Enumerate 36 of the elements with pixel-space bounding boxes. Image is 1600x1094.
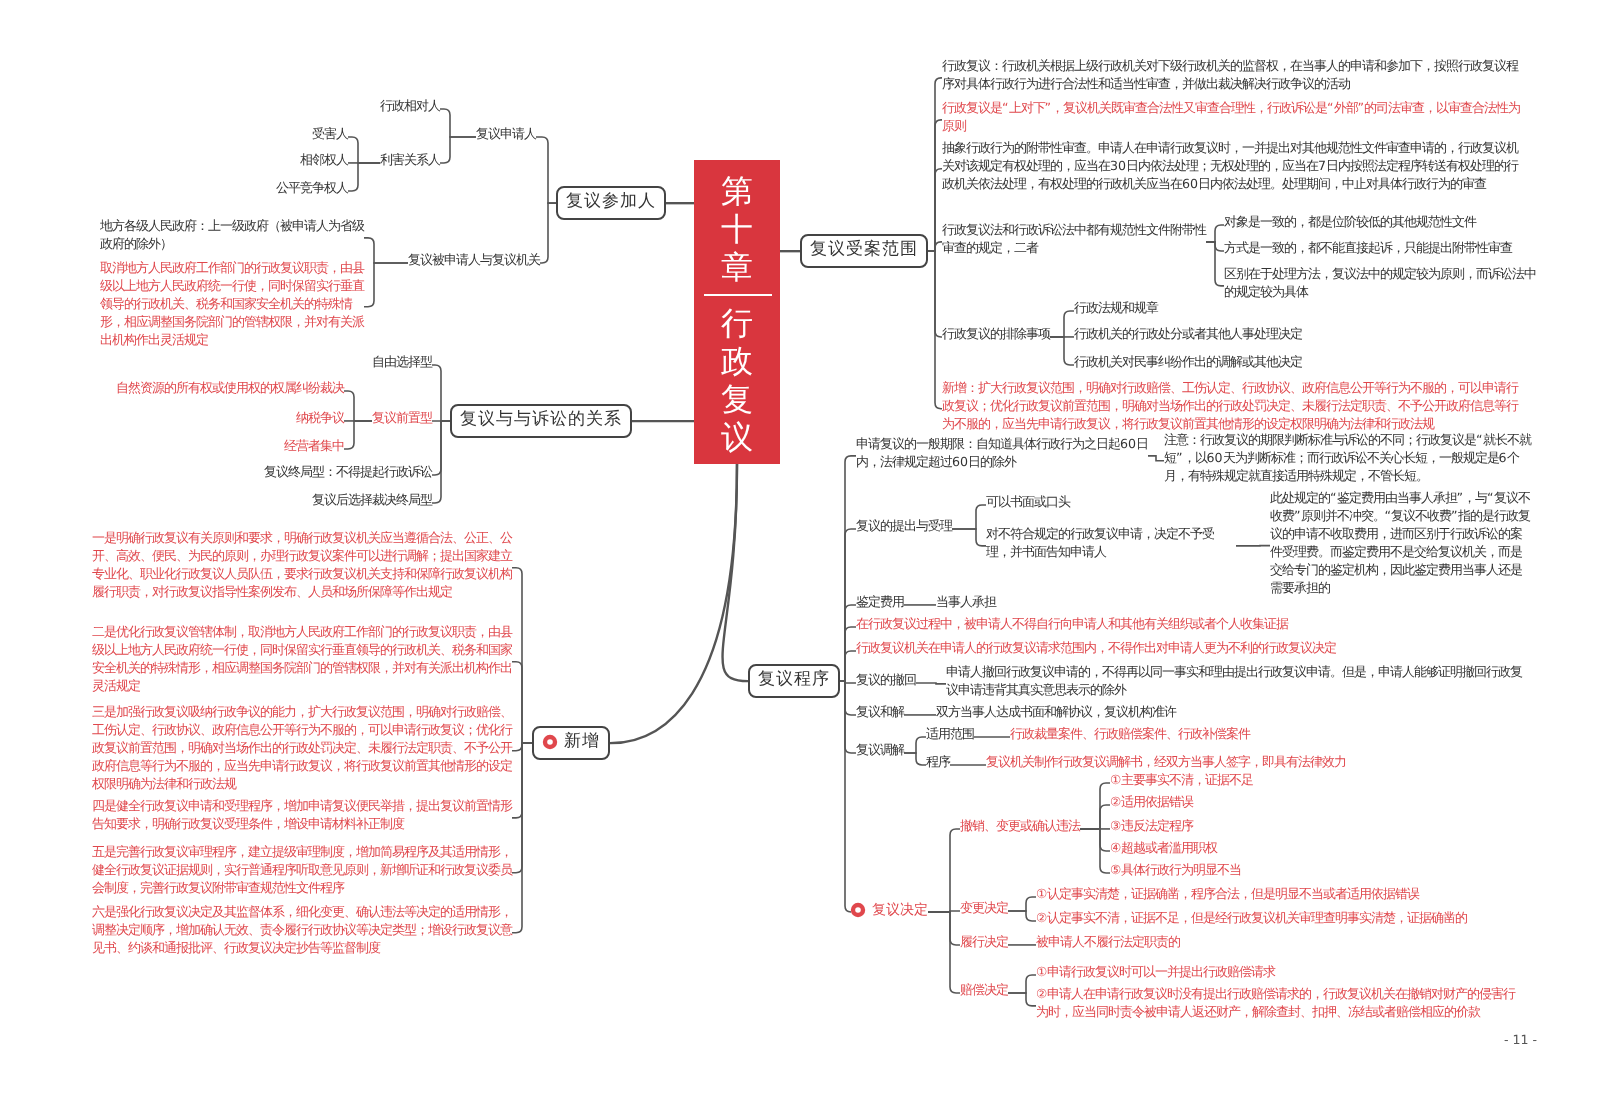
- topic-box: 复议受案范围: [800, 234, 928, 269]
- connector-line: [439, 136, 477, 164]
- connector-line: [780, 249, 800, 253]
- topic-box: 复议程序: [748, 664, 840, 699]
- connector-line: [1235, 544, 1271, 547]
- chapter-number: 第十章: [719, 172, 755, 286]
- connector-line: [903, 604, 937, 606]
- chapter-box: [694, 160, 780, 464]
- connector-line: [973, 736, 1011, 738]
- topic-box: [532, 726, 610, 761]
- connector-line: [721, 463, 749, 683]
- connector-line: [949, 764, 987, 766]
- connector-line: [1049, 336, 1075, 366]
- connector-line: [951, 528, 987, 547]
- connector-line: [511, 742, 533, 934]
- connector-line: [1147, 455, 1165, 462]
- connector-line: [539, 202, 557, 264]
- topic-box: 复议与与诉讼的关系: [450, 404, 632, 439]
- topic-label: 新增: [564, 732, 600, 752]
- connector-line: [666, 201, 694, 205]
- connector-line: [1007, 992, 1037, 1007]
- connector-line: [927, 250, 943, 410]
- connector-line: [915, 682, 947, 685]
- connector-line: [431, 420, 451, 504]
- connector-line: [839, 680, 852, 913]
- connector-line: [839, 650, 857, 682]
- connector-line: [903, 714, 937, 716]
- chapter-title: 行政复议: [719, 304, 755, 456]
- connector-line: [347, 162, 381, 192]
- connector-line: [632, 419, 694, 423]
- connector-line: [903, 752, 927, 766]
- connector-line: [1007, 910, 1037, 922]
- topic-box: 复议参加人: [556, 186, 666, 221]
- connector-line: [1205, 241, 1225, 287]
- connector-line: [343, 420, 373, 450]
- connector-line: [1007, 944, 1037, 946]
